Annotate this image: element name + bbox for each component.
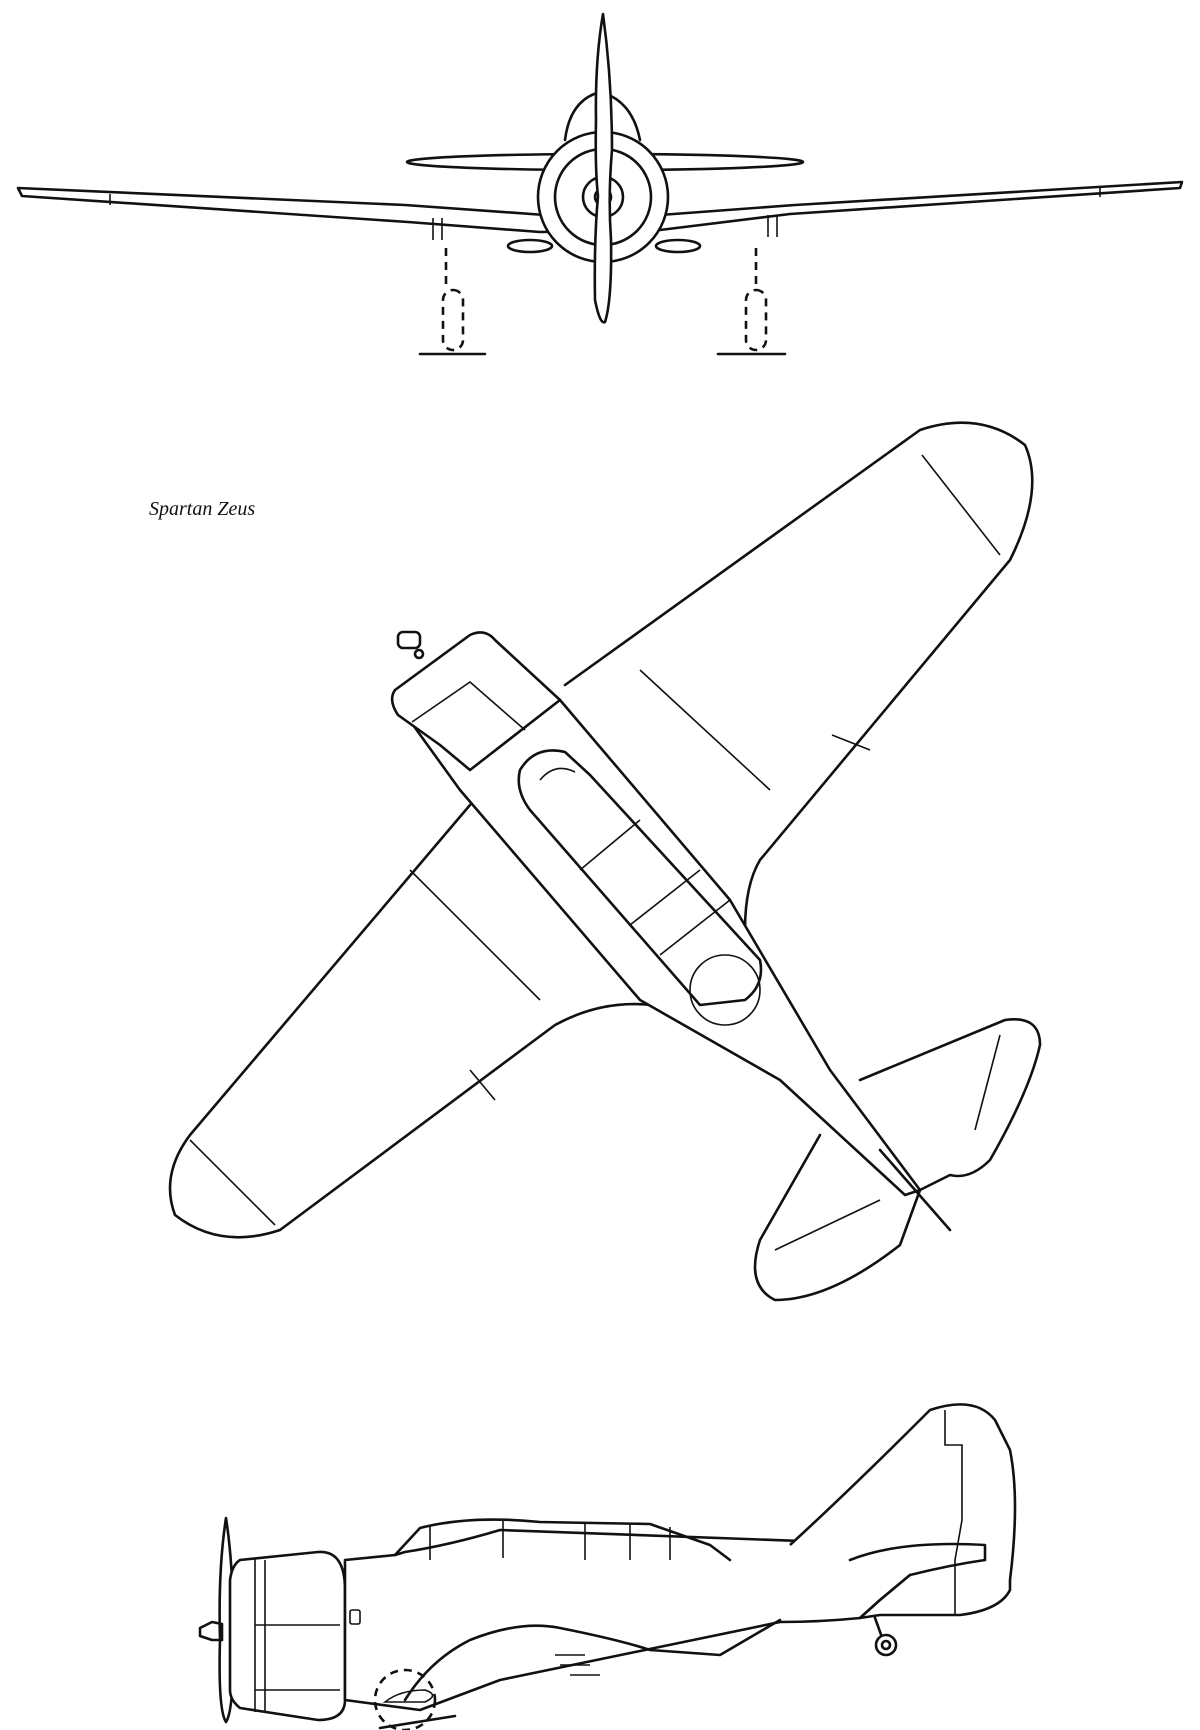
front-fairing-right bbox=[654, 238, 702, 254]
plan-tail-right-line bbox=[974, 1034, 1001, 1131]
plan-canopy-rear bbox=[689, 954, 761, 1026]
front-propeller bbox=[593, 12, 614, 324]
plan-prop-hub bbox=[413, 648, 425, 660]
plan-cowling-line bbox=[411, 680, 526, 731]
plan-canopy-frame-2 bbox=[579, 819, 641, 871]
side-fuselage bbox=[343, 1528, 992, 1712]
plan-rudder bbox=[878, 1148, 952, 1232]
front-gear-right-wheel bbox=[744, 288, 768, 352]
plan-view bbox=[168, 421, 1042, 1302]
plan-wing-left-aileron bbox=[409, 869, 541, 1001]
front-fairing-left bbox=[506, 238, 554, 254]
side-fin bbox=[789, 1403, 1017, 1620]
plan-canopy-frame-3 bbox=[629, 869, 701, 926]
side-intake bbox=[382, 1689, 434, 1703]
plan-canopy-frame-4 bbox=[659, 899, 731, 956]
side-tailplane bbox=[848, 1542, 987, 1562]
plan-wing-left-tip-line bbox=[189, 1139, 276, 1226]
side-wing-root bbox=[403, 1618, 782, 1702]
plan-cowling bbox=[390, 631, 562, 772]
plan-spinner bbox=[396, 630, 422, 650]
side-access-panel bbox=[349, 1609, 361, 1625]
plan-wing-left-aileron-b bbox=[469, 1069, 496, 1101]
side-spinner bbox=[198, 1620, 224, 1642]
side-view bbox=[198, 1403, 1017, 1730]
aircraft-caption: Spartan Zeus bbox=[149, 498, 256, 520]
side-tailwheel bbox=[874, 1633, 898, 1657]
side-main-wheel bbox=[373, 1668, 437, 1730]
side-tailwheel-hub bbox=[880, 1639, 892, 1651]
plan-tail-left bbox=[753, 1133, 922, 1302]
plan-wing-right bbox=[563, 421, 1034, 932]
plan-wing-right-aileron bbox=[639, 669, 771, 791]
plan-wing-right-aileron-b bbox=[831, 734, 871, 751]
side-ground-line bbox=[378, 1714, 457, 1730]
front-view bbox=[16, 12, 1184, 356]
plan-wing-right-tip-line bbox=[921, 454, 1001, 556]
side-canopy bbox=[393, 1518, 732, 1562]
plan-tail-right bbox=[858, 1017, 1042, 1192]
plan-tail-left-line bbox=[774, 1199, 881, 1251]
plan-wing-left bbox=[168, 803, 672, 1239]
side-rudder-line bbox=[944, 1410, 963, 1615]
plan-canopy-frame-1 bbox=[539, 767, 576, 781]
front-gear-left-wheel bbox=[441, 288, 465, 352]
side-cowling bbox=[228, 1550, 347, 1722]
